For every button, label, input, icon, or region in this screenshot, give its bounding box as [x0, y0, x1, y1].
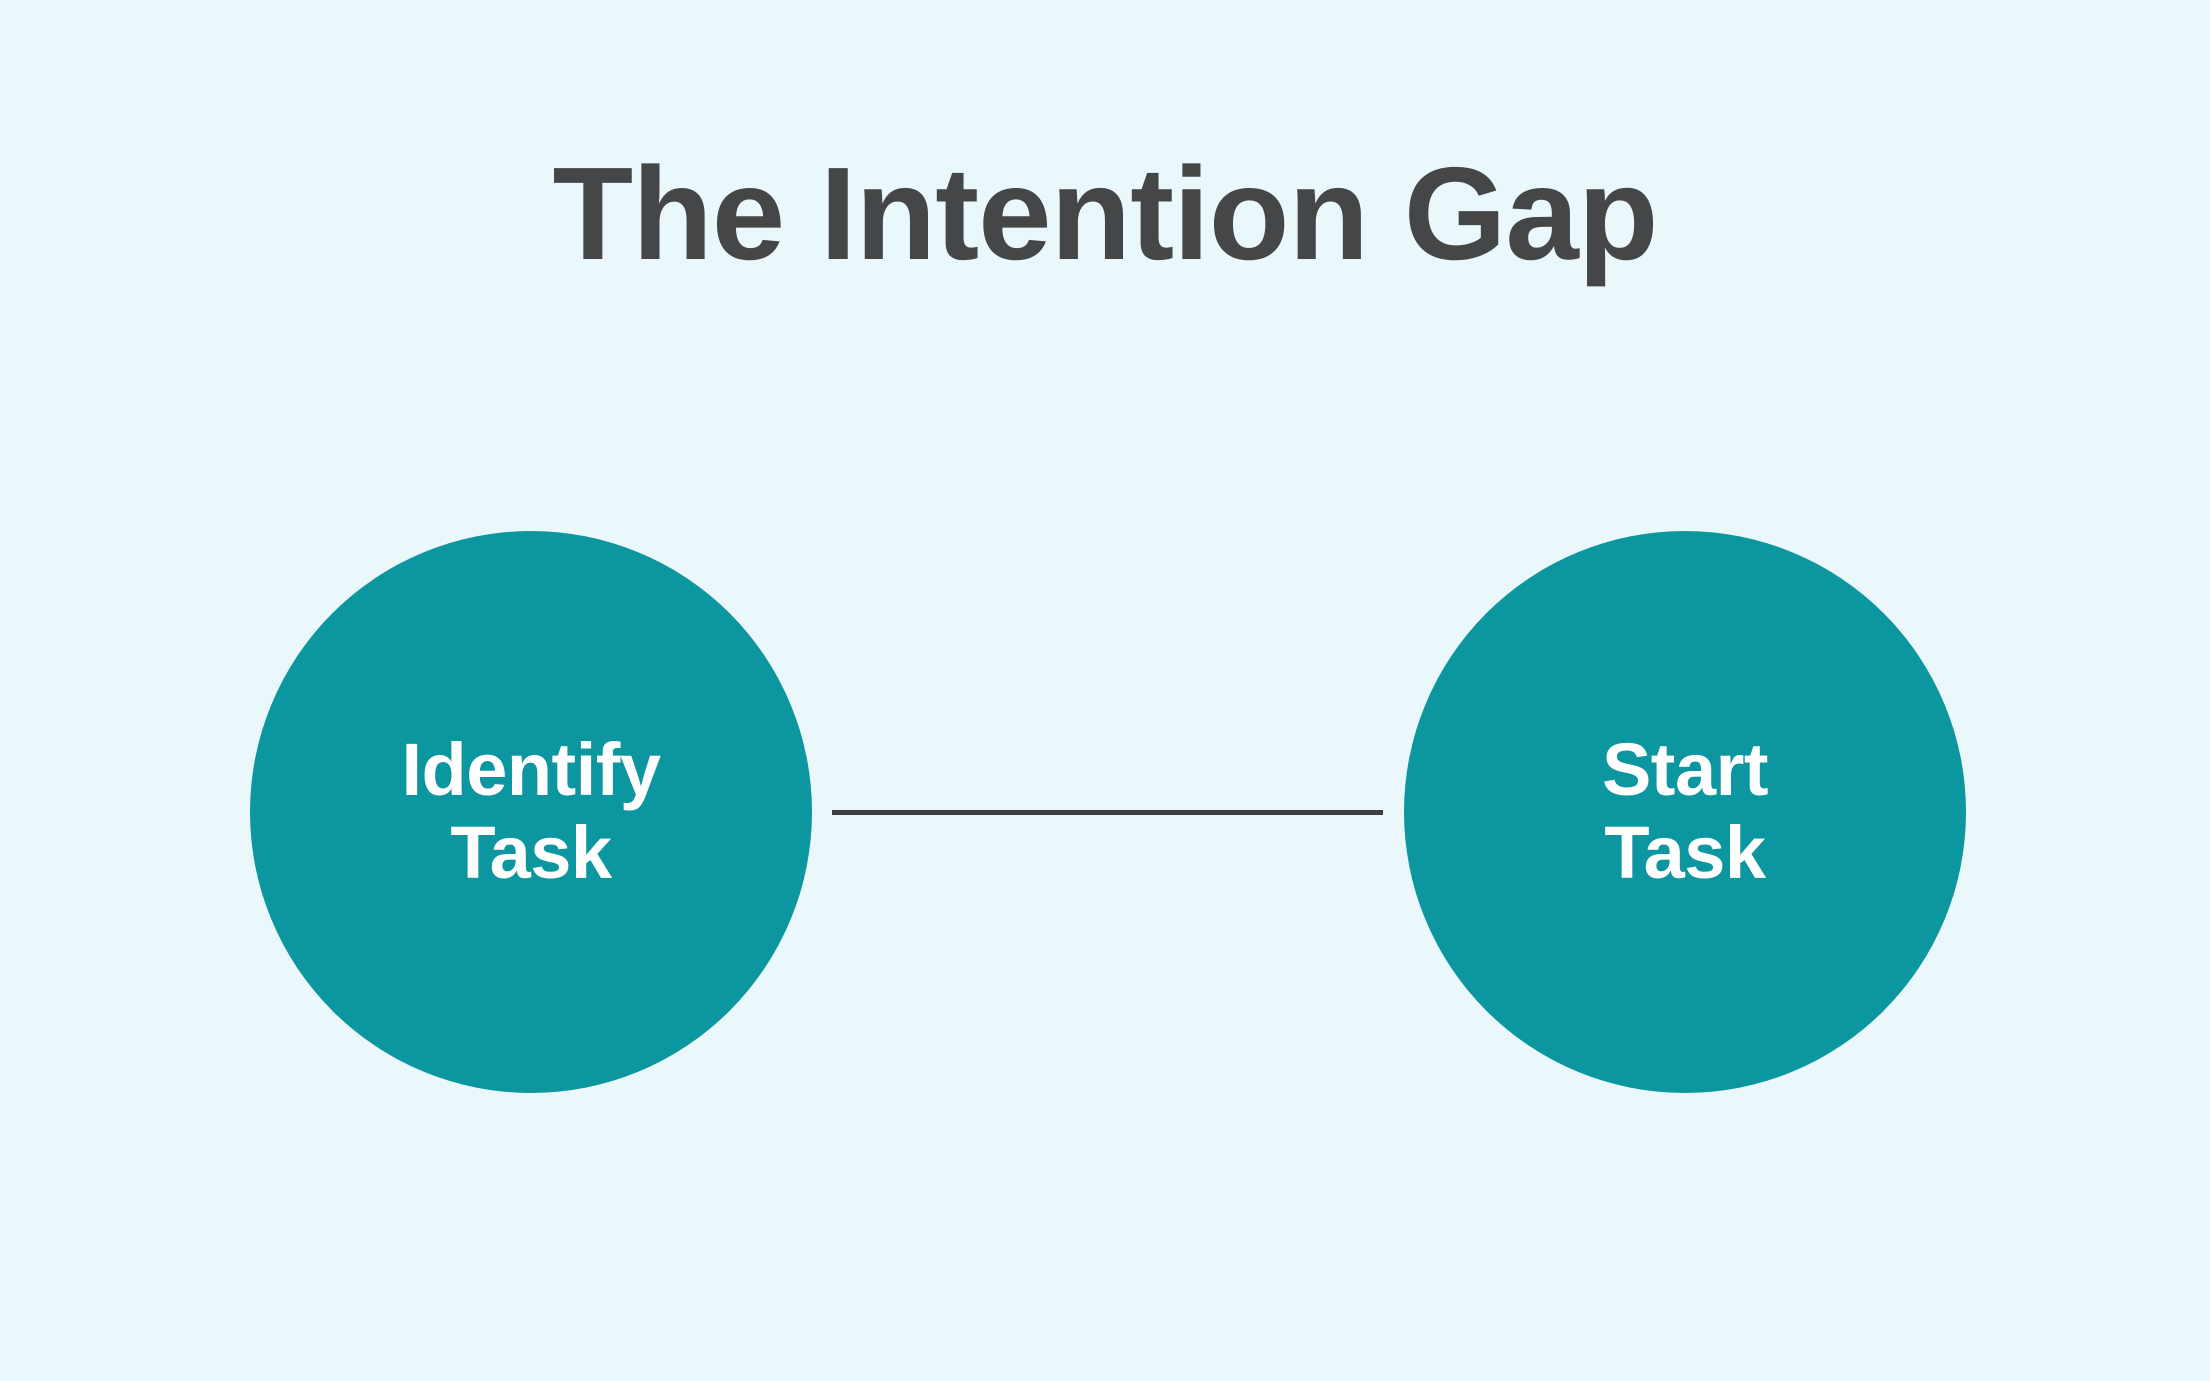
node-start-task-label-line-1: Start	[1601, 728, 1769, 812]
page-title: The Intention Gap	[552, 140, 1659, 287]
node-identify-task-label-line-1: Identify	[401, 728, 661, 812]
node-identify-task-label-line-2: Task	[450, 811, 612, 894]
flow-diagram: Identify Task Start Task	[0, 531, 2210, 1095]
node-start-task[interactable]: Start Task	[1404, 531, 1966, 1093]
node-identify-task[interactable]: Identify Task	[250, 531, 812, 1093]
node-start-task-label-line-2: Task	[1604, 811, 1766, 894]
connector-line-identify-to-start	[832, 810, 1383, 815]
